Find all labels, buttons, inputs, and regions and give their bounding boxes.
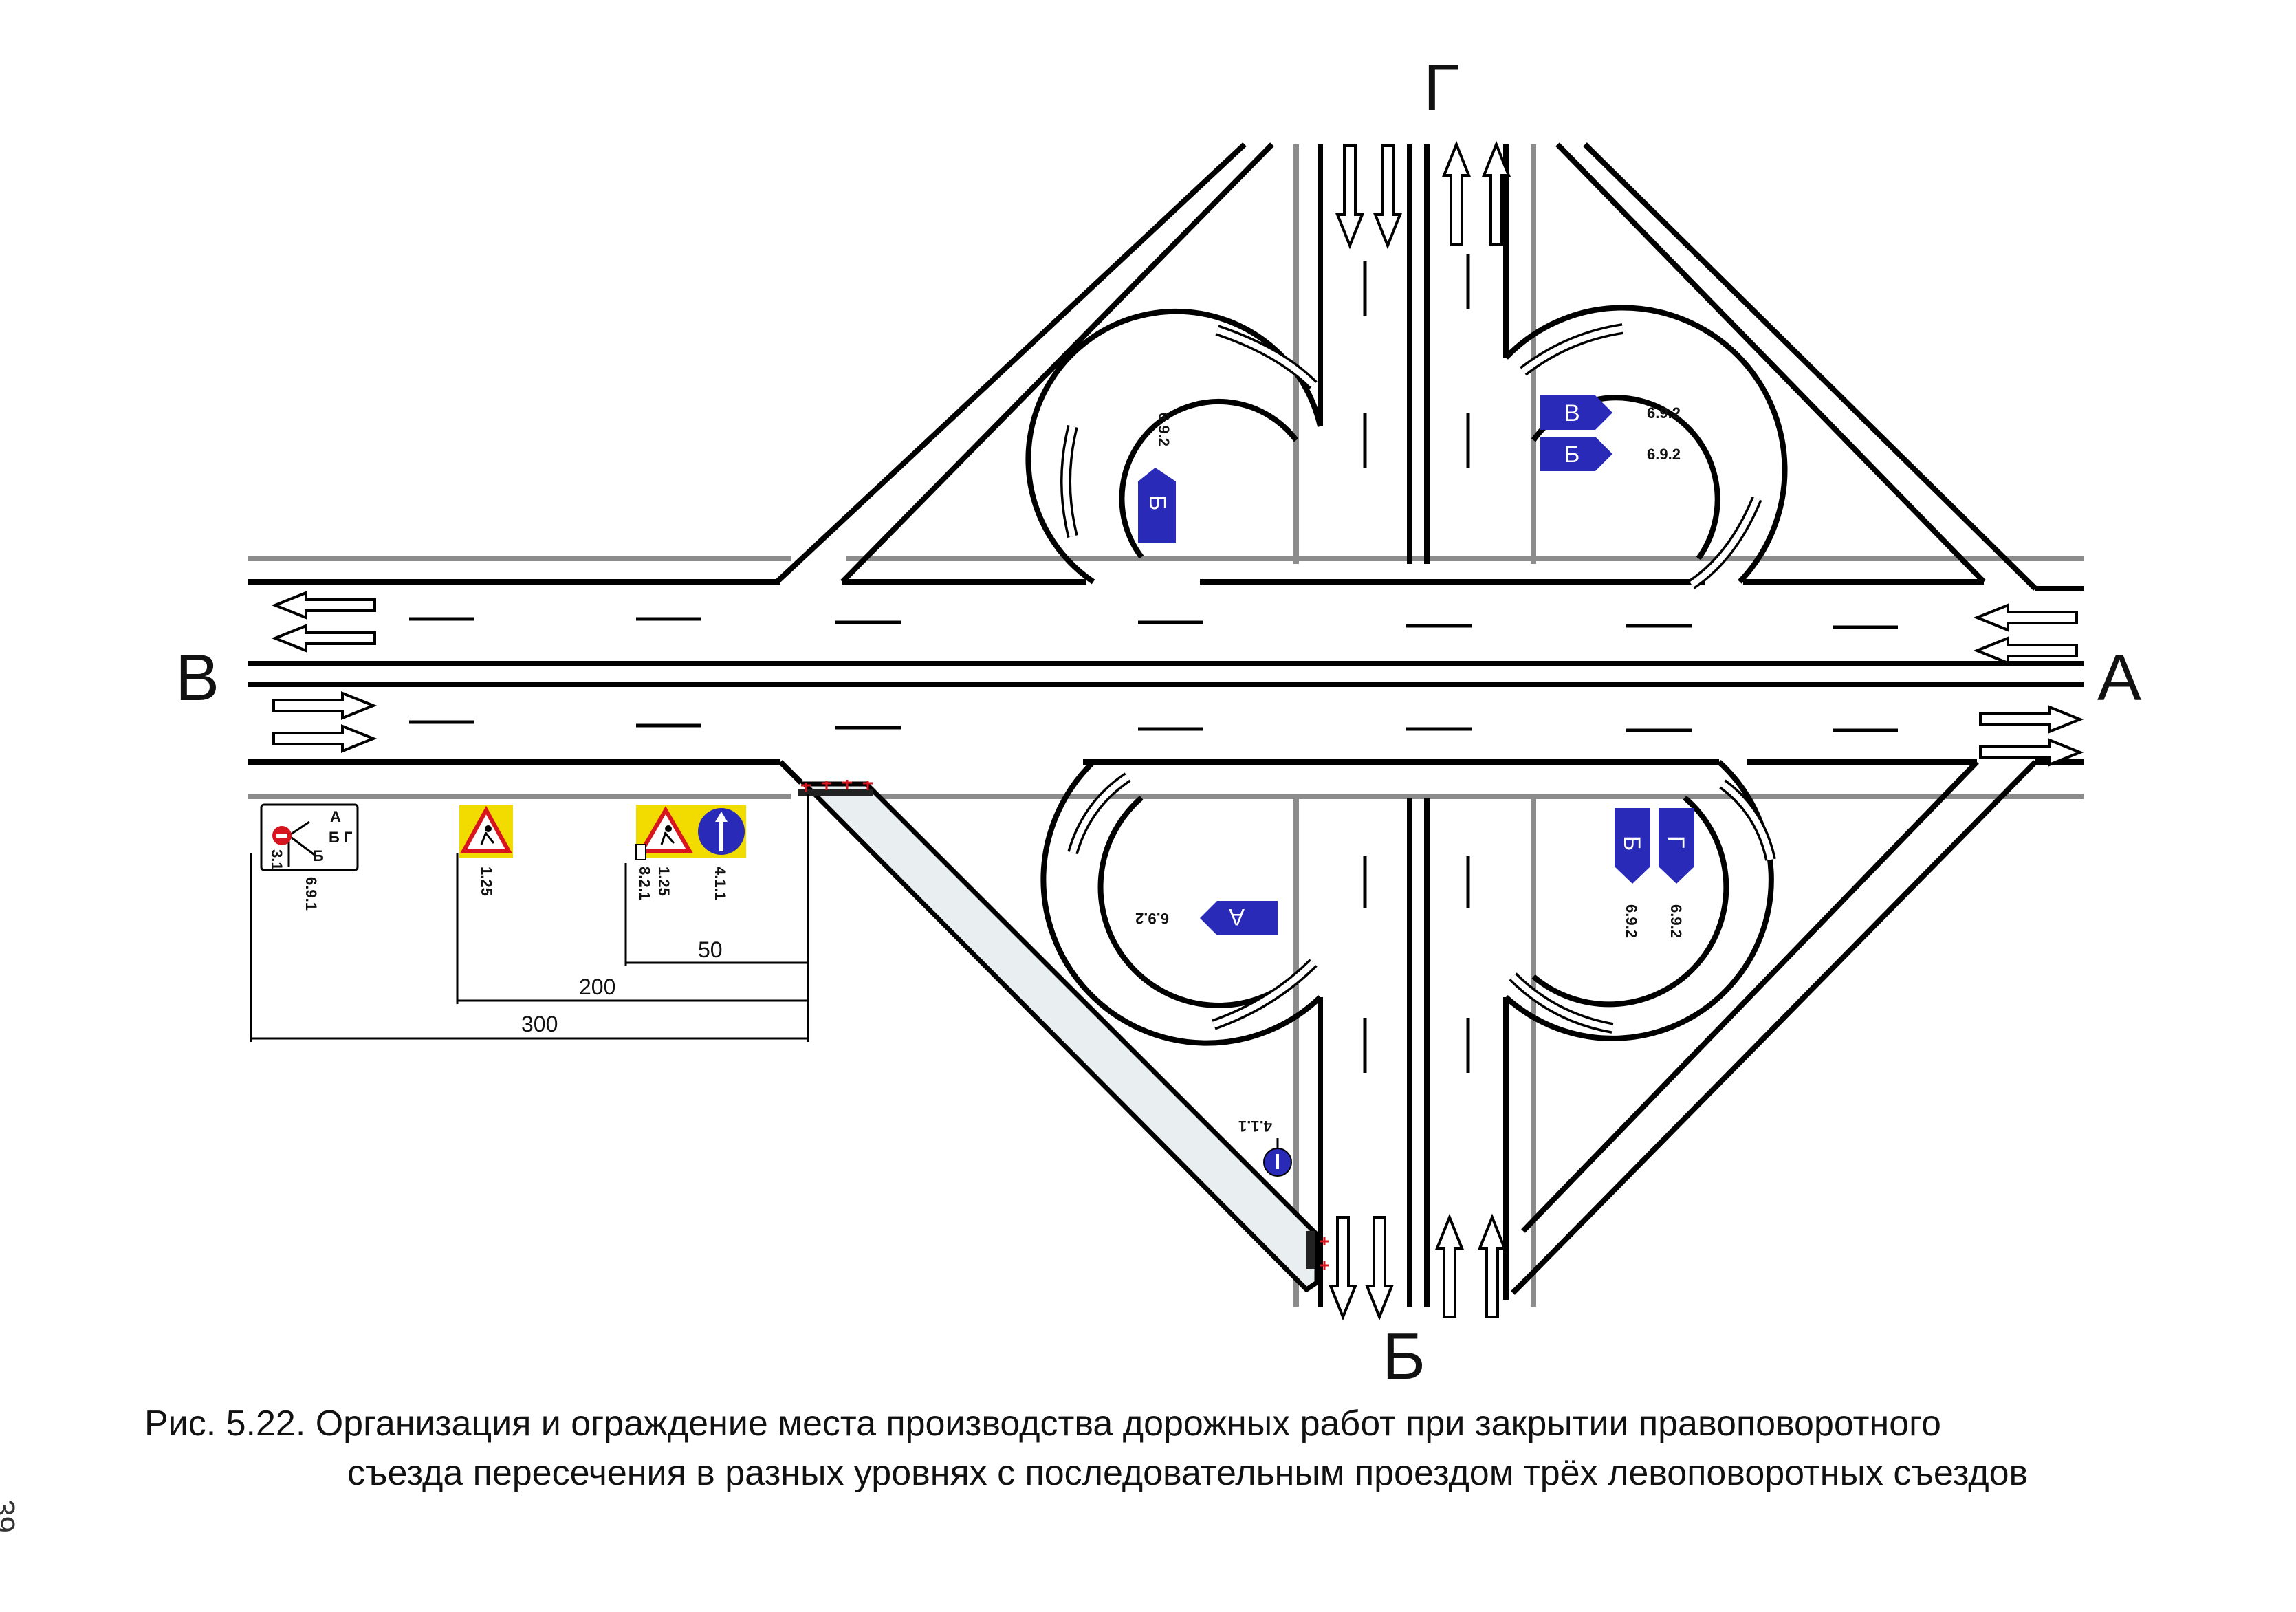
dimension-lines [250, 794, 809, 1042]
sign-6-9-2-se-left: Б 6.9.2 [1615, 808, 1650, 938]
dimension-300: 300 [521, 1012, 558, 1036]
sign-1-25-8-2-1: 1.25 8.2.1 [635, 805, 697, 900]
main-road [248, 142, 2084, 1295]
svg-text:Г: Г [1663, 836, 1689, 848]
svg-text:Г: Г [344, 829, 353, 846]
dimension-50: 50 [698, 937, 723, 962]
arrow-right-icon [272, 724, 378, 753]
arrow-up-icon [1435, 1213, 1464, 1318]
svg-text:А: А [330, 808, 341, 825]
sign-6-9-2-sw: А 6.9.2 [1135, 901, 1278, 935]
svg-text:6.9.2: 6.9.2 [1647, 404, 1681, 422]
svg-text:6.9.1: 6.9.1 [303, 877, 320, 911]
arrow-left-icon [1973, 603, 2078, 632]
arrow-left-icon [1973, 636, 2078, 665]
svg-text:8.2.1: 8.2.1 [636, 867, 653, 900]
svg-text:А: А [1229, 904, 1245, 930]
sign-1-25-a: 1.25 [459, 805, 513, 896]
sign-6-9-1: А Б Г Б 3.1 6.9.1 [260, 803, 359, 911]
sign-6-9-2-ne-top: В 6.9.2 [1540, 395, 1681, 430]
svg-text:4.1.1: 4.1.1 [1238, 1118, 1272, 1135]
svg-text:1.25: 1.25 [478, 867, 495, 896]
arrow-down-icon [1335, 144, 1364, 250]
caption-line-2: съезда пересечения в разных уровнях с по… [347, 1453, 2029, 1493]
lane-dashes [409, 254, 1898, 1073]
svg-text:6.9.2: 6.9.2 [1668, 904, 1685, 938]
arrow-down-icon [1373, 144, 1402, 250]
svg-text:1.25: 1.25 [655, 867, 673, 896]
page-number: 39 [0, 1499, 21, 1533]
svg-text:Б: Б [1564, 442, 1579, 468]
svg-text:Б: Б [1144, 495, 1170, 510]
closed-ramp [798, 781, 1320, 1293]
direction-left-label: В [175, 641, 219, 715]
cross-road [1318, 144, 1509, 1307]
loop-arrows [1060, 323, 1776, 1034]
svg-text:4.1.1: 4.1.1 [712, 867, 729, 900]
arrow-down-icon [1365, 1216, 1394, 1321]
direction-arrows [271, 140, 2084, 1321]
svg-text:6.9.2: 6.9.2 [1647, 446, 1681, 463]
sign-4-1-1-ramp: 4.1.1 [1238, 1118, 1292, 1177]
svg-text:3.1: 3.1 [268, 849, 285, 871]
svg-text:Б: Б [329, 829, 340, 846]
svg-text:6.9.2: 6.9.2 [1623, 904, 1640, 938]
arrow-up-icon [1482, 140, 1511, 246]
arrow-down-icon [1329, 1216, 1357, 1321]
svg-text:Б: Б [1619, 836, 1645, 851]
arrow-left-icon [271, 591, 376, 620]
arrow-right-icon [1979, 738, 2084, 767]
direction-bottom-label: Б [1382, 1320, 1425, 1393]
sign-6-9-2-nw: Б 6.9.2 [1138, 413, 1176, 543]
sign-6-9-2-ne-bottom: Б 6.9.2 [1540, 437, 1681, 471]
barrier-marks [798, 780, 1329, 1270]
arrow-left-icon [271, 624, 376, 653]
dimension-200: 200 [579, 974, 615, 999]
arrow-up-icon [1478, 1213, 1507, 1318]
svg-text:6.9.2: 6.9.2 [1155, 413, 1172, 446]
direction-right-label: А [2097, 641, 2141, 715]
svg-text:Б: Б [313, 847, 324, 864]
arrow-right-icon [272, 691, 378, 720]
svg-text:6.9.2: 6.9.2 [1135, 910, 1169, 927]
arrow-up-icon [1442, 140, 1471, 246]
arrow-right-icon [1979, 705, 2084, 734]
grey-edge-lines [248, 144, 2084, 1307]
direction-top-label: Г [1423, 51, 1459, 124]
caption-line-1: Рис. 5.22. Организация и ограждение мест… [144, 1404, 1941, 1444]
svg-text:В: В [1564, 400, 1580, 426]
sign-4-1-1: 4.1.1 [697, 805, 746, 900]
sign-6-9-2-se-right: Г 6.9.2 [1659, 808, 1694, 938]
